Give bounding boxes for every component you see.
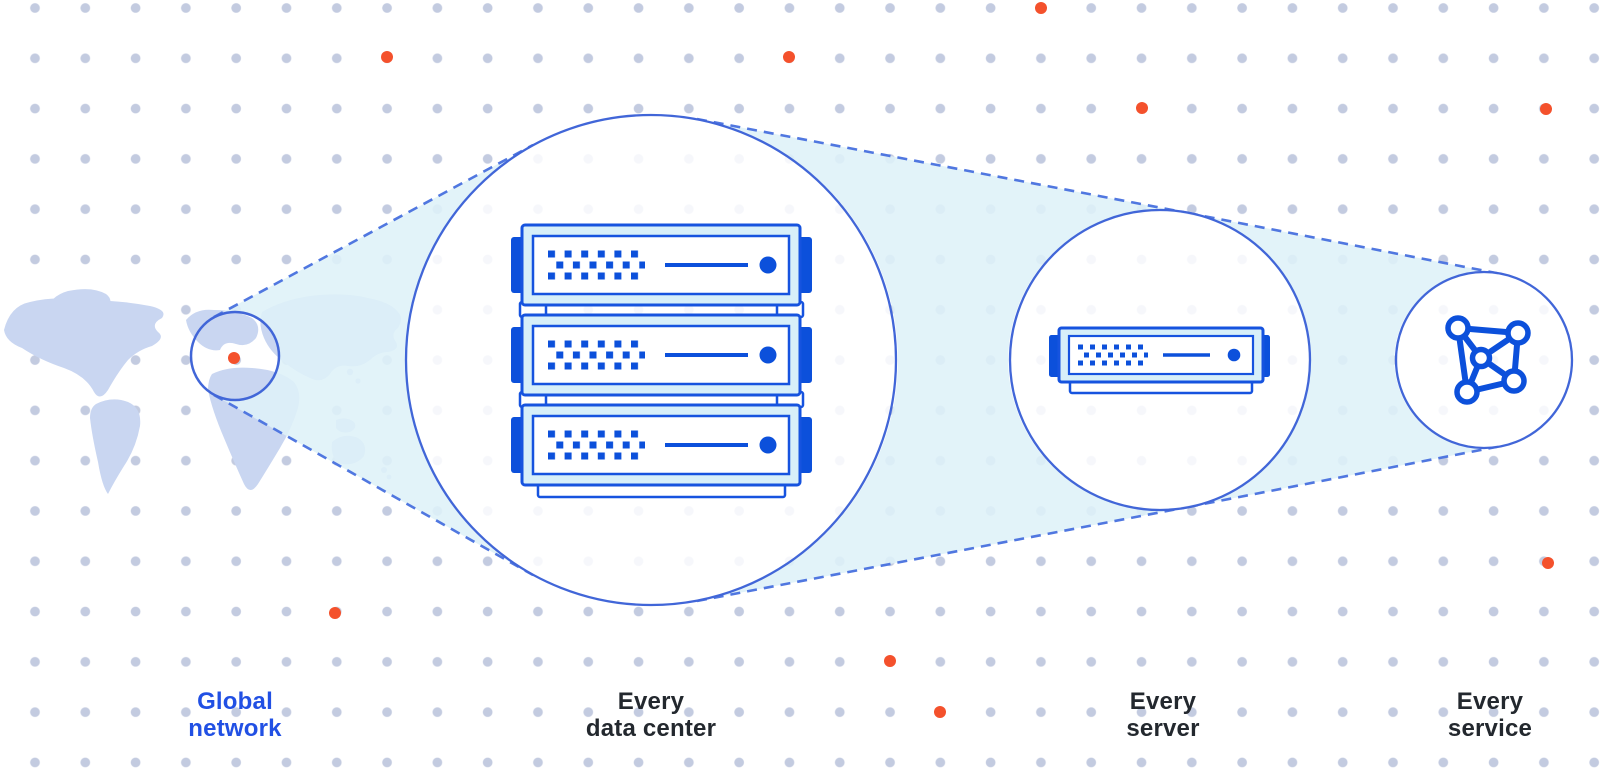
orange-accent-dot	[1136, 102, 1148, 114]
label-every-server: Every server	[1033, 688, 1293, 742]
label-line: Every	[1129, 688, 1197, 715]
label-global-network: Global network	[105, 688, 365, 742]
orange-accent-dot	[1540, 103, 1552, 115]
orange-accent-dot	[329, 607, 341, 619]
zoom-wedge-map-to-datacenter	[214, 145, 533, 575]
server-unit-icon	[511, 403, 812, 487]
server-rack-icon	[511, 223, 812, 499]
label-line: server	[1126, 715, 1200, 742]
zoom-wedge-server-to-service	[1188, 213, 1501, 507]
label-line: Global	[197, 688, 273, 715]
label-line: data center	[585, 715, 717, 742]
orange-accent-dot	[934, 706, 946, 718]
dashed-zoom-lines	[213, 117, 1502, 603]
server-unit-icon	[511, 223, 812, 307]
orange-accent-dot	[228, 352, 240, 364]
orange-accent-dot	[1035, 2, 1047, 14]
label-every-service: Every service	[1360, 688, 1620, 742]
label-line: Every	[617, 688, 685, 715]
label-line: network	[188, 715, 282, 742]
orange-accent-dot	[1542, 557, 1554, 569]
single-server-icon	[1049, 326, 1270, 395]
label-every-data-center: Every data center	[521, 688, 781, 742]
orange-accent-dot	[381, 51, 393, 63]
server-unit-icon	[511, 313, 812, 397]
zoom-wedges	[214, 119, 1501, 601]
orange-accent-dot	[783, 51, 795, 63]
map-highlight-circle-icon	[189, 310, 281, 402]
label-line: Every	[1456, 688, 1524, 715]
zoom-wedge-datacenter-to-server	[697, 119, 1188, 601]
orange-accent-dot	[884, 655, 896, 667]
mesh-network-icon	[1445, 315, 1531, 405]
label-line: service	[1447, 715, 1533, 742]
